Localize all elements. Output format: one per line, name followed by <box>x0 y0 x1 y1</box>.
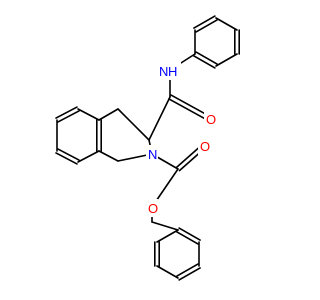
bond-double-cam-oam-a <box>168 98 210 122</box>
amide-oxygen-label: O <box>206 112 216 127</box>
bond-c8a-c1 <box>98 150 119 162</box>
bond-b4-c8a <box>77 150 100 163</box>
carbonyl-oxygen-group: O <box>198 137 210 155</box>
bond-double-ph1_o2-ph1_ipso-a <box>195 51 218 65</box>
bond-double-b1-b2-b <box>57 110 80 123</box>
bond-double-bz_p-bz_m2-a <box>178 267 201 281</box>
bond-double-ph1_o2-ph1_ipso-b <box>193 55 216 69</box>
bond-c4-c4a <box>98 108 119 121</box>
ring-nitrogen-label: N <box>148 147 157 162</box>
amide-oxygen-group: O <box>204 110 216 128</box>
bond-double-b1-b2-a <box>55 106 78 119</box>
carbonyl-oxygen-label: O <box>200 139 210 154</box>
bond-ph1_m1-ph1_p <box>215 17 238 31</box>
bond-cam-c3 <box>148 96 171 141</box>
bond-double-b3-b4-a <box>55 152 78 165</box>
bond-bz_ipso-bz_o1 <box>156 229 179 243</box>
bond-double-bz_o2-bz_ipso-a <box>178 227 201 241</box>
bond-double-ph1_o1-ph1_m1-a <box>195 19 218 33</box>
bond-c4a-b1 <box>77 108 100 121</box>
bond-double-ph1_o1-ph1_m1-b <box>193 15 216 29</box>
bond-double-b3-b4-b <box>57 148 80 161</box>
amide-nitrogen-label: N <box>159 64 168 79</box>
ester-oxygen-label: O <box>148 201 158 216</box>
molecule-structure: N H O N O O <box>55 15 240 281</box>
bond-bz_m1-bz_p <box>156 265 179 279</box>
amide-nh-group: N H <box>155 62 181 80</box>
ester-oxygen-group: O <box>146 199 158 217</box>
amide-hydrogen-label: H <box>168 64 177 79</box>
bond-double-bz_p-bz_m2-b <box>176 263 199 277</box>
bond-ch2-bz_ipso <box>151 221 179 231</box>
bond-double-bz_o2-bz_ipso-b <box>176 231 199 245</box>
bond-c3-c4 <box>117 108 150 141</box>
bond-ph1_m2-ph1_o2 <box>215 53 238 67</box>
ring-nitrogen-group: N <box>146 145 158 163</box>
atom-labels-group: N H O N O O <box>146 62 216 217</box>
